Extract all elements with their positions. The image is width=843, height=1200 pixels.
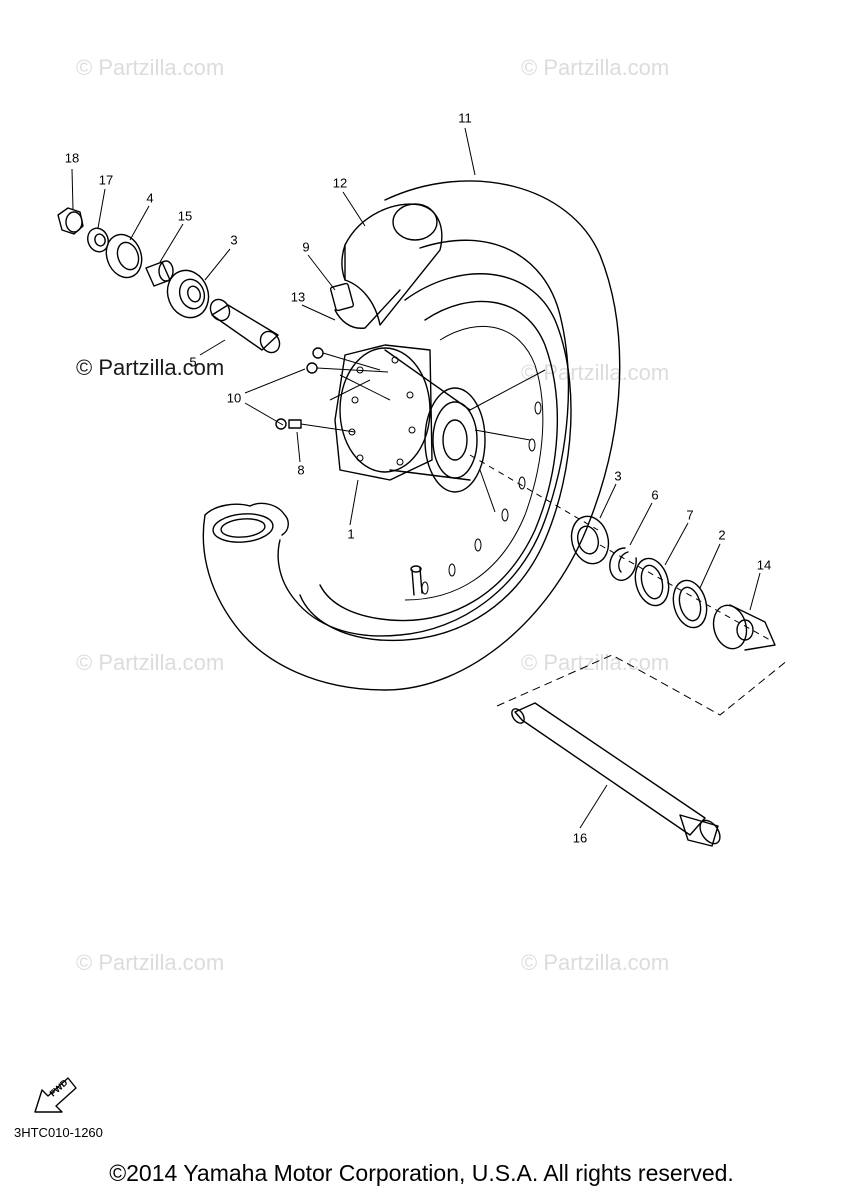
fwd-label: FWD [48,1077,70,1098]
watermark: © Partzilla.com [521,950,670,975]
assembly-dash-lines [469,454,789,716]
callout-2: 2 [718,527,726,543]
watermark: © Partzilla.com [76,650,225,675]
gear-unit-part-14[interactable] [709,602,776,653]
axle-nut-part-18[interactable] [57,207,84,235]
callout-16: 16 [572,830,588,846]
rim-band-part-9[interactable] [329,282,355,312]
washer-part-17[interactable] [84,225,111,254]
callout-12: 12 [332,175,348,191]
copyright-notice: ©2014 Yamaha Motor Corporation, U.S.A. A… [109,1160,734,1186]
callout-6: 6 [651,487,659,503]
rim [299,273,572,642]
callout-14: 14 [756,557,772,573]
axle-part-16[interactable] [509,702,724,847]
oil-seal-part-4[interactable] [101,230,148,283]
hub-part-1[interactable] [334,344,486,493]
oil-seal-part-2[interactable] [668,577,711,632]
callout-8: 8 [297,462,305,478]
callout-3-right: 3 [614,468,622,484]
callout-9: 9 [302,239,310,255]
tire-part-11[interactable] [202,180,621,691]
leader-lines [71,127,761,829]
bearing-part-3-left[interactable] [161,265,215,324]
watermark: © Partzilla.com [521,360,670,385]
watermark-dark: © Partzilla.com [76,355,225,380]
tube-part-12[interactable] [341,203,443,326]
nipple-part-8[interactable] [275,418,356,433]
fwd-arrow-icon: FWD [34,1077,77,1113]
callout-7: 7 [686,507,694,523]
diagram-code: 3HTC010-1260 [14,1125,103,1140]
flap-part-13[interactable] [334,289,401,329]
callout-3-left: 3 [230,232,238,248]
callout-5: 5 [189,354,197,370]
spoke-part-10[interactable] [306,347,389,374]
watermark: © Partzilla.com [76,950,225,975]
callout-10: 10 [226,390,242,406]
callout-18: 18 [64,150,80,166]
spacer-part-5[interactable] [207,296,284,356]
callout-15: 15 [177,208,193,224]
callout-4: 4 [146,190,154,206]
bearing-part-3-right[interactable] [566,512,613,568]
callout-1: 1 [347,526,355,542]
watermark: © Partzilla.com [521,55,670,80]
callout-17: 17 [98,172,114,188]
callout-11: 11 [458,110,472,126]
callout-13: 13 [290,289,306,305]
spokes [329,369,546,513]
watermark: © Partzilla.com [76,55,225,80]
